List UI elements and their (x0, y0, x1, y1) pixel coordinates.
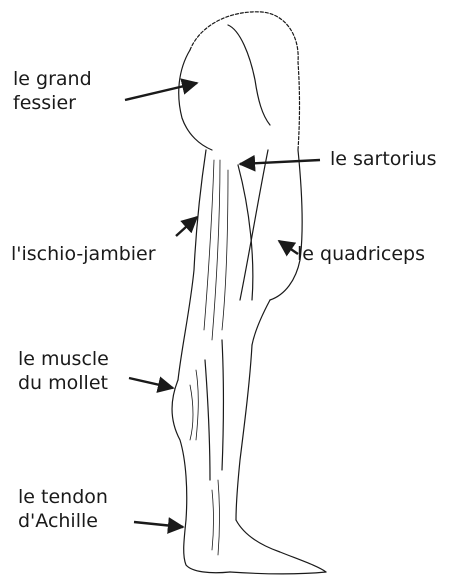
arrow-hamstring (176, 217, 197, 236)
label-sartorius: le sartorius (330, 147, 436, 171)
leg-outline (172, 12, 326, 574)
label-gluteus: le grand fessier (13, 67, 92, 115)
label-quadriceps: le quadriceps (297, 242, 425, 266)
arrow-sartorius (240, 160, 320, 164)
label-calf: le muscle du mollet (18, 347, 109, 395)
label-achilles-line2: d'Achille (18, 509, 108, 533)
label-calf-line1: le muscle (18, 347, 109, 371)
label-calf-line2: du mollet (18, 371, 109, 395)
arrow-quadriceps (279, 241, 298, 254)
arrow-calf (129, 378, 173, 388)
label-gluteus-line1: le grand (13, 67, 92, 91)
label-achilles-line1: le tendon (18, 485, 108, 509)
label-achilles: le tendon d'Achille (18, 485, 108, 533)
label-gluteus-line2: fessier (13, 91, 92, 115)
arrow-achilles (134, 522, 183, 527)
arrow-gluteus (125, 83, 197, 100)
label-hamstring: l'ischio-jambier (11, 242, 156, 266)
